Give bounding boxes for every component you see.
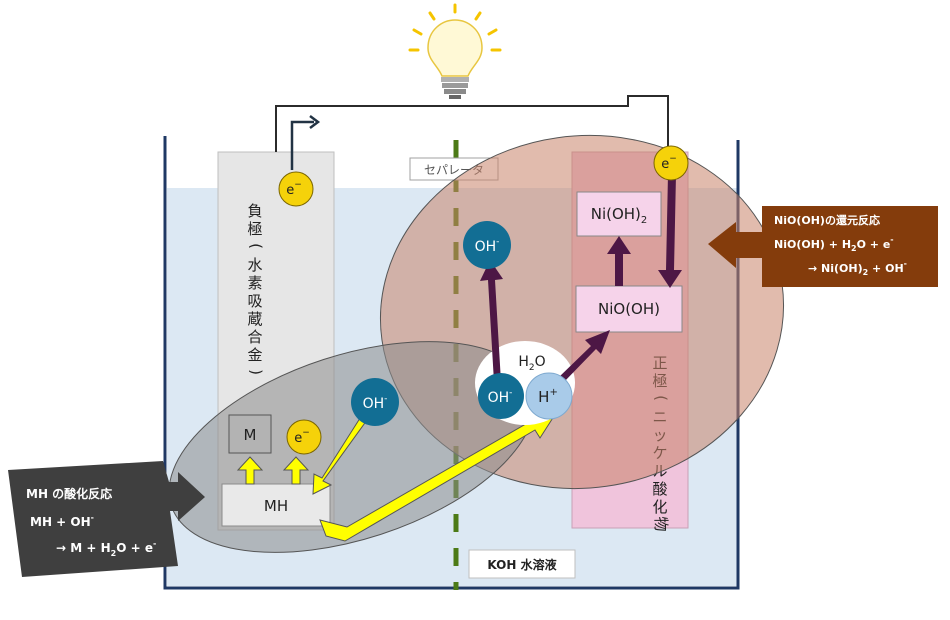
water-h: H — [518, 354, 529, 370]
lc-l2a: → M + H — [56, 541, 111, 555]
purple-arrows — [480, 174, 682, 383]
anode-label-char: 水 — [247, 256, 262, 274]
nioh-reduction-line1: NiO(OH) + H2O + e- — [774, 235, 894, 253]
h-text: H — [538, 388, 549, 406]
e-text: e — [286, 183, 294, 198]
mh-oxidation-title: MH の酸化反応 — [26, 486, 112, 501]
rc-l1b: O + e — [857, 238, 891, 251]
oh-charge: - — [509, 388, 512, 398]
anode-label-char: 蔵 — [247, 310, 262, 328]
anode-label-char: 素 — [247, 274, 262, 292]
mh-oxidation-line1: MH + OH- — [30, 513, 94, 529]
water-to-hydroxide-arrow — [480, 260, 503, 382]
hydroxide-ion-water — [478, 373, 524, 419]
e-text: e — [294, 431, 302, 446]
metal-hydride-box — [221, 483, 331, 527]
hydroxide-to-mh-arrow — [312, 414, 368, 495]
rc-l2b: + OH — [868, 262, 903, 275]
hydroxide-ion-top — [463, 221, 511, 269]
circuit-wire — [275, 95, 669, 152]
anode-label: 負 極 ( 水 素 吸 蔵 合 金 ) — [247, 202, 265, 375]
anode-label-char: 吸 — [247, 292, 262, 310]
e-charge: − — [294, 180, 302, 190]
lc-l1sup: - — [91, 513, 94, 522]
anode-label-char: ) — [247, 369, 265, 375]
anode-label-char: 極 — [247, 220, 262, 238]
metal-box — [228, 414, 272, 454]
anode-label-char: ( — [247, 243, 265, 249]
wire-direction-arrow — [290, 120, 314, 170]
oh-charge: - — [384, 394, 387, 404]
electron-label: e− — [286, 180, 302, 198]
e-charge: − — [302, 428, 310, 438]
e-text: e — [661, 157, 669, 172]
mh-to-proton-arrow — [319, 412, 557, 542]
oh-text: OH — [363, 396, 385, 412]
electron-to-nio-arrow — [658, 174, 682, 288]
rc-l2sup: - — [904, 259, 907, 268]
nio-to-nioh2-arrow — [607, 236, 631, 286]
electron-wire-left — [278, 171, 314, 207]
cathode-label-char: 酸 — [652, 480, 667, 498]
lc-l2sub: 2 — [111, 549, 117, 558]
mh-oxidation-callout — [8, 461, 205, 577]
electron-anode — [286, 419, 322, 455]
nioh-reduction-title: NiO(OH)の還元反応 — [774, 213, 880, 227]
nioh-reduction-callout — [708, 206, 938, 287]
hydroxide-ion-top-label: OH- — [475, 237, 500, 255]
hydroxide-ion-left — [351, 378, 399, 426]
cathode-label-char: 物 — [652, 516, 670, 531]
lc-l2b: O + e — [116, 541, 153, 555]
lc-l1a: MH + OH — [30, 515, 91, 529]
nickel-oxyhydroxide-label: NiO(OH) — [598, 300, 660, 318]
rc-l1sub: 2 — [851, 244, 857, 253]
wire-arrow-head — [309, 115, 321, 129]
oh-charge: - — [496, 237, 499, 247]
rc-l2sub: 2 — [863, 268, 869, 277]
water-o: O — [535, 354, 546, 370]
nioh-reduction-text: NiO(OH)の還元反応 NiO(OH) + H2O + e- → Ni(OH)… — [774, 213, 907, 277]
electrolyte-label: KOH 水溶液 — [487, 557, 556, 572]
water-sub: 2 — [529, 363, 535, 373]
mh-to-electron-arrow — [282, 456, 310, 485]
rc-l1a: NiO(OH) + H — [774, 238, 851, 251]
hydroxide-ion-left-label: OH- — [363, 394, 388, 412]
electron-label: e− — [661, 154, 677, 172]
h-charge: + — [549, 387, 557, 398]
e-charge: − — [669, 154, 677, 164]
anode-label-char: 金 — [247, 346, 262, 364]
proton-ion — [525, 372, 573, 420]
yellow-arrows — [236, 412, 557, 542]
proton-ion-label: H+ — [538, 387, 558, 406]
nickel-oxyhydroxide-box — [575, 285, 683, 333]
nickel-hydroxide-main: Ni(OH) — [591, 205, 641, 223]
nickel-hydroxide-sub: 2 — [641, 215, 647, 226]
mh-oxidation-line2: → M + H2O + e- — [56, 539, 156, 558]
hydroxide-ion-water-label: OH- — [488, 388, 513, 406]
light-bulb-icon — [408, 3, 502, 99]
electrolyte-label-box — [468, 549, 576, 579]
proton-to-nio-arrow — [558, 330, 610, 383]
anode-label-char: 負 — [247, 202, 262, 220]
anode-label-char: 合 — [247, 328, 262, 346]
metal-label: M — [244, 426, 257, 444]
nickel-hydroxide-box — [576, 191, 662, 237]
nickel-hydroxide-label: Ni(OH)2 — [591, 205, 648, 226]
rc-l2a: → Ni(OH) — [808, 262, 863, 275]
rc-l1sup: - — [890, 235, 893, 244]
electron-cathode — [653, 145, 689, 181]
mh-to-m-arrow — [236, 456, 264, 485]
nioh-reduction-line2: → Ni(OH)2 + OH- — [808, 259, 907, 277]
lc-l2sup: - — [153, 539, 156, 548]
cathode-label-char: 化 — [652, 498, 667, 516]
mh-oxidation-text: MH の酸化反応 MH + OH- → M + H2O + e- — [26, 486, 156, 558]
oh-text: OH — [475, 239, 497, 255]
water-label: H2O — [518, 354, 545, 373]
metal-hydride-label: MH — [264, 497, 288, 515]
oh-text: OH — [488, 390, 510, 406]
electron-label: e− — [294, 428, 310, 446]
